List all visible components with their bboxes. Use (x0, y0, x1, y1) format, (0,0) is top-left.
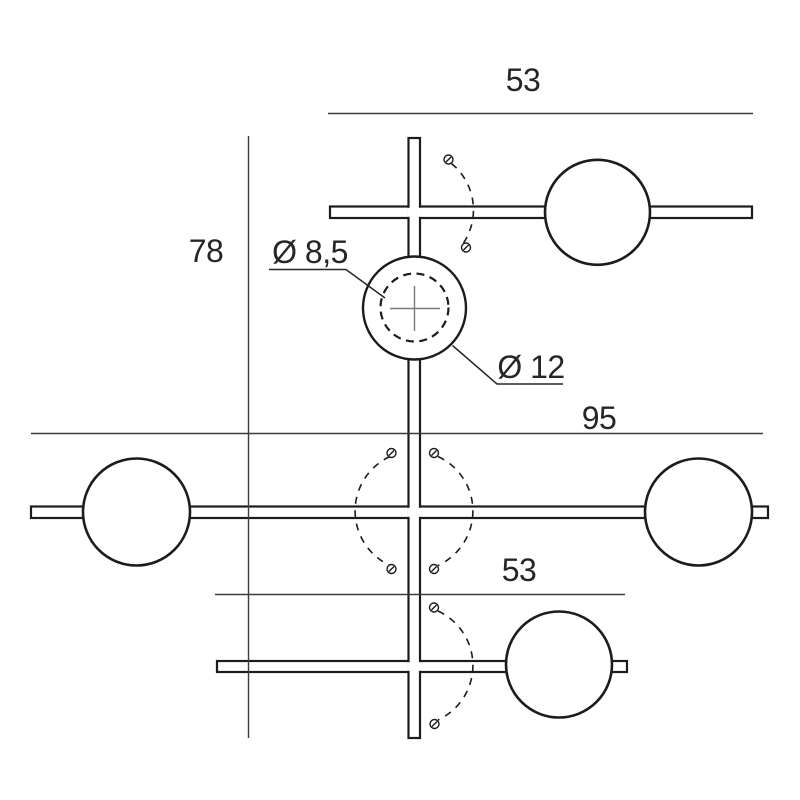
dimension-lines (31, 112, 763, 738)
pivot-hole-icon (429, 718, 440, 730)
dim-label-bottom-width: 53 (502, 552, 537, 588)
sphere-middle-left (81, 457, 192, 567)
pivot-holes (386, 154, 472, 730)
junction-fills (407, 207, 422, 671)
dia-label-mount: Ø 12 (497, 349, 564, 385)
top-arm-bar (328, 205, 754, 220)
junction-fill-middle (407, 507, 422, 517)
swing-arc-middle-right (437, 455, 474, 567)
fixture-arms (29, 205, 770, 674)
sphere-bottom (504, 610, 614, 719)
junction-fill-top (407, 207, 422, 217)
mount-plate (361, 255, 468, 361)
bottom-arm-bar (215, 659, 629, 674)
mount-hole-dashed-circle (379, 272, 450, 343)
dim-label-top-width: 53 (506, 62, 541, 98)
pivot-hole-icon (386, 563, 397, 575)
swing-arc-top (450, 162, 475, 244)
sphere-middle-right (643, 457, 754, 567)
swing-arc-bottom (437, 610, 474, 721)
pivot-hole-icon (428, 563, 440, 575)
leader-lines (269, 268, 563, 385)
leader-dia-hole (269, 268, 386, 299)
sphere-shades (81, 158, 754, 719)
leader-dia-mount (452, 344, 563, 385)
pivot-hole-icon (428, 602, 440, 613)
center-crosshair-icon (390, 286, 440, 331)
pivot-hole-icon (460, 242, 472, 253)
middle-arm-bar (29, 505, 770, 520)
sphere-top-right (543, 158, 652, 267)
swing-arc-middle-left (354, 455, 391, 567)
vertical-rod (407, 136, 422, 740)
swing-arcs (354, 162, 475, 721)
junction-fill-bottom (407, 662, 422, 671)
pivot-hole-icon (428, 447, 440, 459)
dim-label-total-width: 95 (582, 400, 617, 436)
dim-label-height: 78 (189, 233, 224, 269)
pivot-hole-icon (443, 154, 454, 165)
dia-label-hole: Ø 8,5 (272, 234, 348, 270)
pivot-hole-icon (386, 447, 397, 459)
